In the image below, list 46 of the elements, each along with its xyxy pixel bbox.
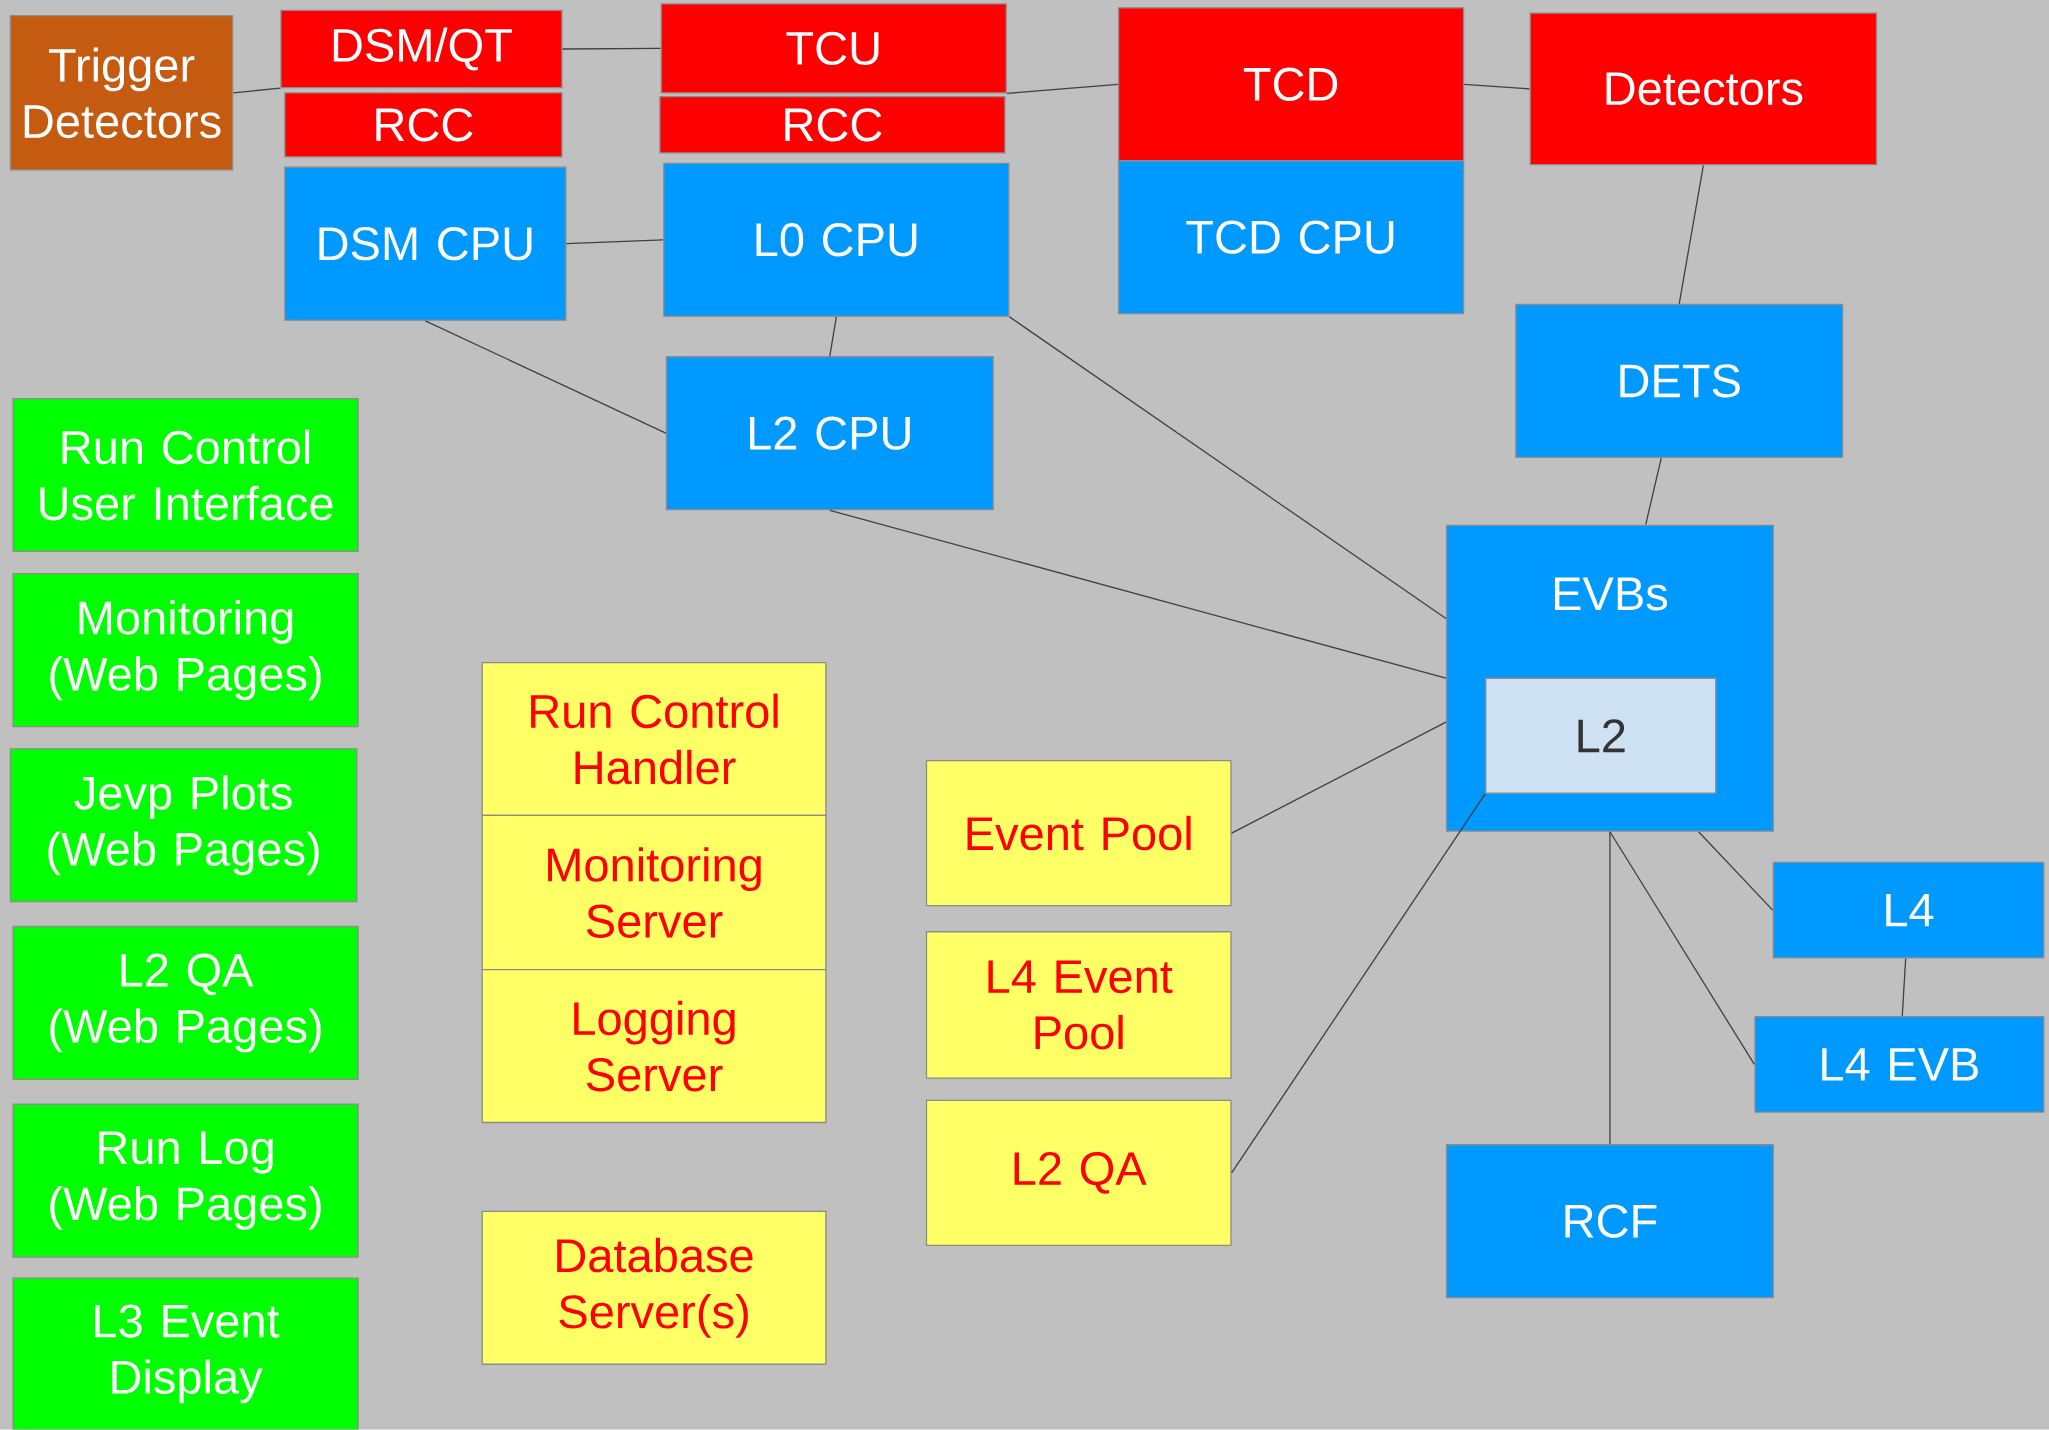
- system-box: L4: [1772, 862, 2045, 959]
- connector-line: [561, 47, 662, 50]
- connector-line: [424, 320, 667, 435]
- system-box: L0 CPU: [663, 162, 1010, 318]
- system-box: TCD: [1117, 7, 1465, 162]
- connector-line: [1645, 457, 1662, 526]
- system-box: TCD CPU: [1117, 160, 1465, 315]
- system-box: Run Control User Interface: [12, 398, 359, 553]
- system-box: Detectors: [1529, 12, 1878, 166]
- system-box: Monitoring Server: [481, 815, 827, 971]
- connector-line: [1006, 83, 1119, 95]
- connector-line: [1609, 831, 1755, 1066]
- system-box: Logging Server: [481, 969, 827, 1124]
- connector-line: [1231, 721, 1447, 834]
- system-box: L4 EVB: [1754, 1016, 2045, 1113]
- connector-line: [1008, 316, 1447, 620]
- system-box: Monitoring (Web Pages): [12, 573, 359, 728]
- connector-line: [1697, 831, 1774, 912]
- system-box: Event Pool: [925, 760, 1232, 907]
- system-box: DSM/QT: [280, 10, 563, 89]
- connector-line: [1901, 958, 1907, 1017]
- connector-line: [1231, 793, 1486, 1174]
- connector-line: [829, 316, 837, 357]
- system-box: L4 Event Pool: [925, 931, 1232, 1079]
- connector-line: [1609, 831, 1611, 1145]
- system-box: RCF: [1445, 1144, 1774, 1299]
- system-box: Run Log (Web Pages): [12, 1103, 359, 1258]
- connector-line: [829, 509, 1447, 680]
- system-box: L2 QA (Web Pages): [12, 926, 359, 1081]
- connector-line: [232, 87, 281, 94]
- connector-line: [1678, 164, 1705, 305]
- system-box: RCC: [284, 92, 563, 158]
- system-box: L2 CPU: [665, 356, 994, 511]
- system-box: TCU: [660, 3, 1007, 94]
- system-box: Trigger Detectors: [9, 15, 234, 171]
- system-box: RCC: [659, 96, 1006, 154]
- system-box: Jevp Plots (Web Pages): [9, 748, 358, 903]
- system-box: DETS: [1515, 304, 1844, 459]
- system-box: Database Server(s): [481, 1210, 827, 1366]
- system-box: Run Control Handler: [481, 662, 827, 817]
- system-box: L2: [1485, 677, 1717, 795]
- system-box: L2 QA: [925, 1099, 1232, 1247]
- system-box: L3 Event Display: [12, 1277, 359, 1430]
- connector-line: [1463, 83, 1531, 90]
- connector-line: [565, 239, 664, 245]
- system-box: DSM CPU: [284, 166, 567, 322]
